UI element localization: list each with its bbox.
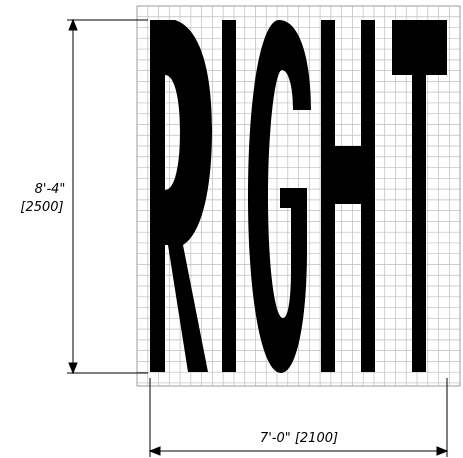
letter-h <box>321 20 375 372</box>
width-dimension <box>148 378 449 457</box>
height-label-metric: [2500] <box>20 200 63 215</box>
letter-r <box>150 20 212 372</box>
height-dimension <box>67 18 148 375</box>
width-arrow-right <box>436 446 449 456</box>
letter-t <box>392 20 447 372</box>
height-label-imperial: 8'-4" <box>35 182 66 197</box>
letter-g <box>248 20 311 373</box>
height-arrow-bottom <box>68 362 78 375</box>
height-arrow-top <box>68 18 78 31</box>
width-arrow-left <box>148 446 161 456</box>
grid-frame <box>136 5 461 387</box>
legend-word <box>150 20 447 373</box>
letter-i <box>222 20 236 372</box>
width-label: 7'-0" [2100] <box>260 431 338 446</box>
